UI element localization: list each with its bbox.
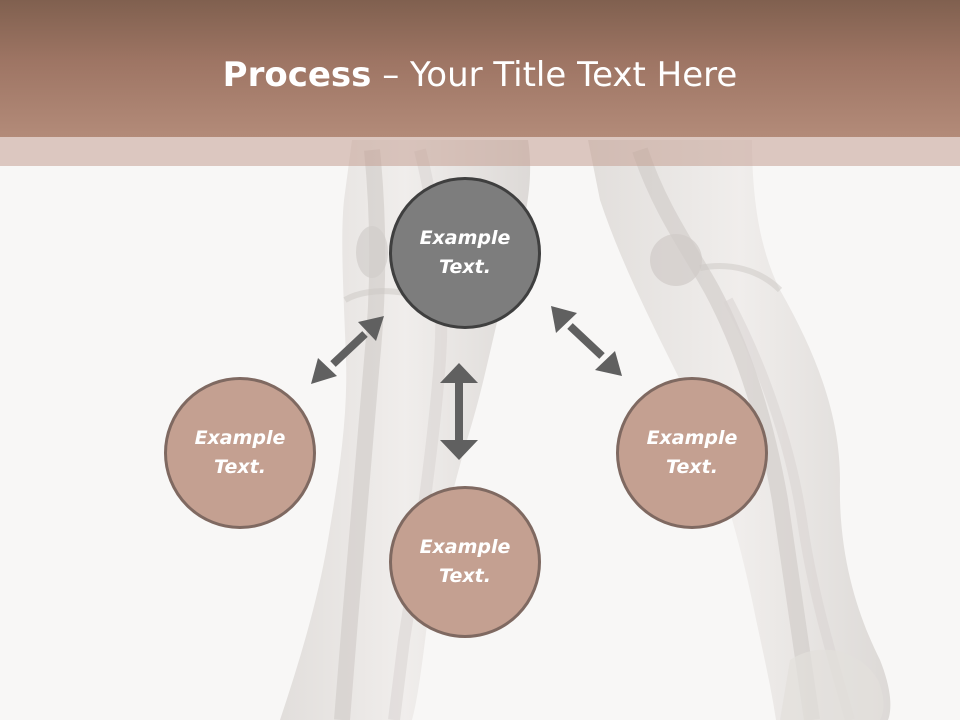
- process-node-bottom[interactable]: Example Text.: [389, 486, 541, 638]
- double-arrow-vertical: [440, 363, 478, 460]
- title-rest: Your Title Text Here: [410, 55, 738, 95]
- double-arrow-left: [311, 316, 384, 384]
- node-top-line1: Example: [419, 227, 511, 249]
- node-left-line1: Example: [194, 427, 286, 449]
- double-arrow-right: [551, 306, 622, 376]
- slide-title[interactable]: Process – Your Title Text Here: [0, 50, 960, 100]
- node-bottom-line2: Text.: [439, 565, 491, 587]
- title-band: [0, 0, 960, 137]
- node-left-line2: Text.: [214, 456, 266, 478]
- node-top-line2: Text.: [439, 256, 491, 278]
- title-accent-strip: [0, 137, 960, 166]
- process-node-top[interactable]: Example Text.: [389, 177, 541, 329]
- node-right-line1: Example: [646, 427, 738, 449]
- node-right-line2: Text.: [666, 456, 718, 478]
- process-node-left[interactable]: Example Text.: [164, 377, 316, 529]
- title-separator: –: [371, 55, 411, 95]
- process-node-right[interactable]: Example Text.: [616, 377, 768, 529]
- title-bold-part: Process: [222, 55, 372, 95]
- node-bottom-line1: Example: [419, 536, 511, 558]
